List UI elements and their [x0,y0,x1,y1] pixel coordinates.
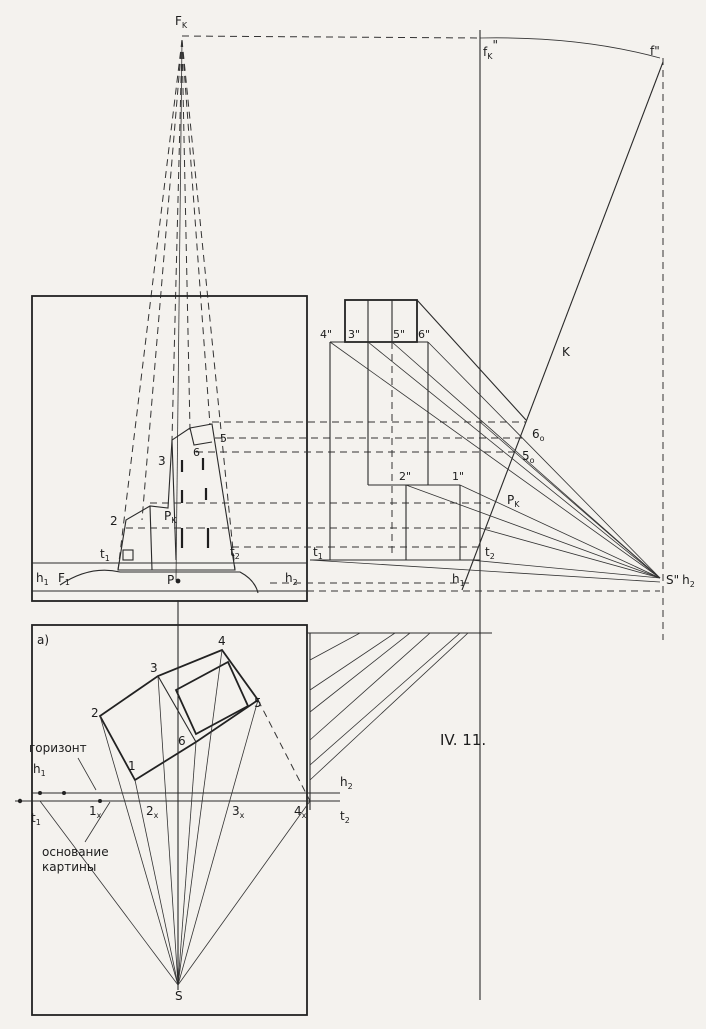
side-elevation [310,299,527,561]
label-p-px: PK [164,509,177,525]
label-plan-h2: h2 [340,775,353,791]
label-5o: 5o [522,449,535,465]
label-fk2: fK" [483,38,498,61]
label-pt1: 1" [452,470,464,483]
label-plan-4: 4 [218,634,226,648]
rotation-arc [479,37,661,59]
ground-markers [17,578,181,804]
transfer-hatching [257,632,492,810]
label-s2-h2: S"h2 [666,573,695,589]
label-t1-right: t1 [313,545,323,561]
label-p-t1: t1 [100,547,110,563]
label-plan-1x: 1x [89,804,102,820]
line-k [461,61,664,591]
label-pt5: 5" [393,328,405,341]
figure-label: IV. 11. [440,731,486,749]
label-p-p: P [167,573,174,587]
building-perspective [59,423,259,594]
label-plan-1: 1 [128,759,136,773]
label-horizon: горизонт [29,741,87,755]
label-fk: FK [175,14,188,30]
building-plan [98,648,260,782]
horizon-pointer [77,757,97,791]
perspective-frame [31,295,308,602]
label-h1-right: h1 [452,572,465,588]
label-plan-t2: t2 [340,809,350,825]
spire-rays [117,39,236,581]
label-line-k: K [562,345,571,359]
label-pt2: 2" [399,470,411,483]
label-p-t2: t2 [230,545,240,561]
label-plan-h1: h1 [33,762,46,778]
label-f2: f" [650,44,660,58]
label-p-6: 6 [193,446,200,459]
label-plan-s: S [175,989,183,1003]
label-6o: 6o [532,427,545,443]
label-base-1: основание [42,845,109,859]
label-base-2: картины [42,860,96,874]
label-pk: PK [507,493,520,509]
label-p-3: 3 [158,454,166,468]
plan-frame [31,624,308,1016]
fk-horizontal-link [181,35,481,39]
label-plan-t1: t1 [31,811,41,827]
label-p-2: 2 [110,514,118,528]
label-p-h2: h2 [285,571,298,587]
label-pt6: 6" [418,328,430,341]
label-pt4: 4" [320,328,332,341]
label-p-f1: F1 [58,571,70,587]
label-plan-3: 3 [150,661,158,675]
label-plan-3x: 3x [232,804,245,820]
label-p-h1: h1 [36,571,49,587]
label-t2-right: t2 [485,545,495,561]
label-pt3: 3" [348,328,360,341]
panel-label: а) [37,633,49,647]
label-p-5: 5 [220,432,227,445]
label-plan-5: 5 [254,696,262,710]
level-transfer-lines [126,421,660,592]
label-plan-2x: 2x [146,804,159,820]
label-layer: FK fK" f" K 4" 3" 5" 6" 2" 1" 6o 5o PK t… [29,14,695,1003]
rays-to-s [309,341,661,583]
base-pointer [84,801,111,843]
label-plan-6: 6 [178,734,186,748]
label-plan-2: 2 [91,706,99,720]
label-plan-4x: 4x [294,804,307,820]
plan-rays [39,600,311,990]
